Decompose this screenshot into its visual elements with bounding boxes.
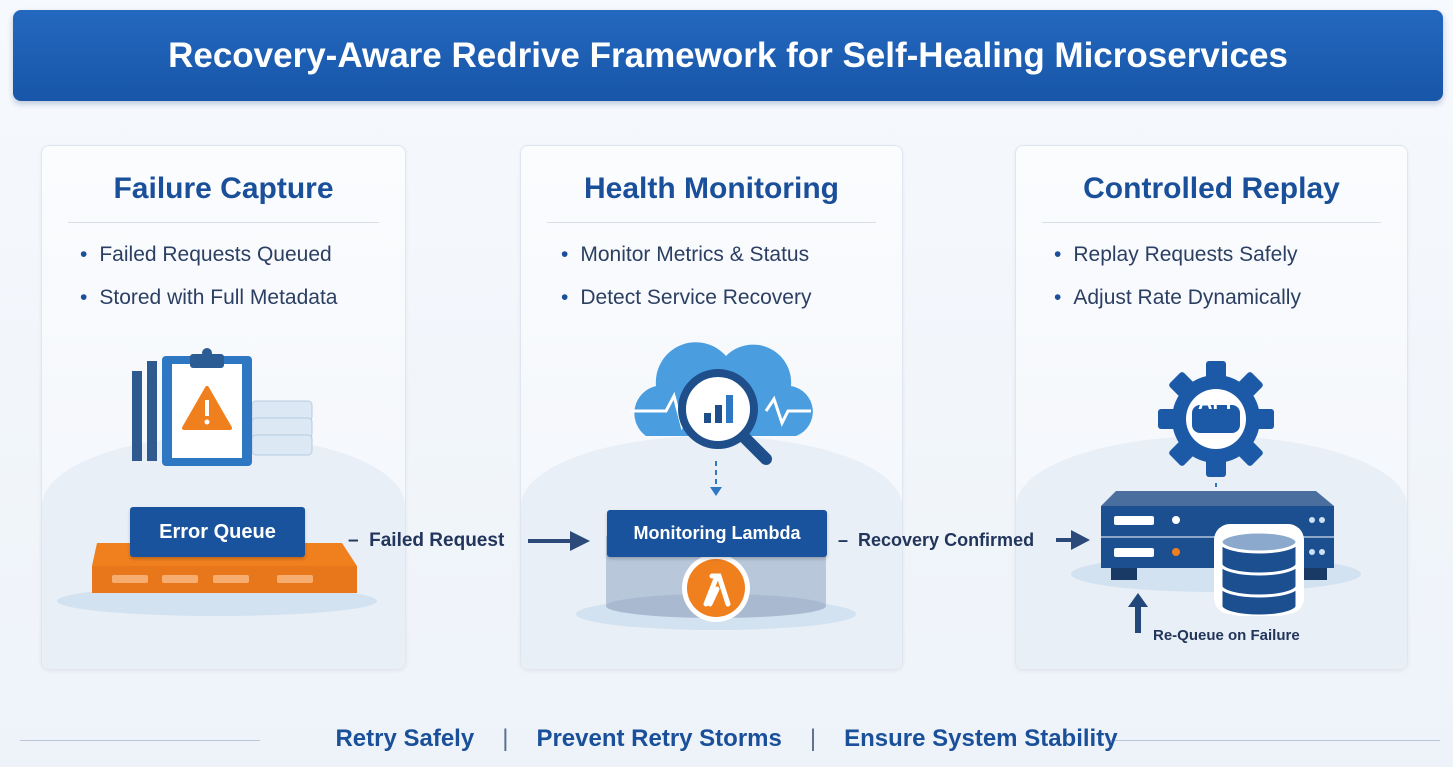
card-title: Health Monitoring xyxy=(584,172,839,205)
separator: | xyxy=(809,725,817,752)
divider xyxy=(1110,740,1440,741)
flow-label: Failed Request xyxy=(369,530,505,551)
monitoring-lambda-label: Monitoring Lambda xyxy=(607,510,827,557)
divider xyxy=(1042,222,1381,223)
bullet: Adjust Rate Dynamically xyxy=(1054,285,1301,328)
divider xyxy=(547,222,876,223)
flow-label: Recovery Confirmed xyxy=(858,530,1035,550)
footer-item: Ensure System Stability xyxy=(844,725,1118,752)
bullet: Detect Service Recovery xyxy=(561,285,811,328)
arrow-right-icon xyxy=(1056,530,1090,550)
bullet: Stored with Full Metadata xyxy=(80,285,337,328)
card-title: Failure Capture xyxy=(113,172,334,205)
card-title: Controlled Replay xyxy=(1083,172,1340,205)
footer-item: Retry Safely xyxy=(335,725,475,752)
divider xyxy=(68,222,379,223)
bullet: Monitor Metrics & Status xyxy=(561,242,811,285)
error-queue-label: Error Queue xyxy=(130,507,305,557)
up-arrow-icon xyxy=(1128,593,1148,633)
requeue-note: Re-Queue on Failure xyxy=(1153,627,1300,644)
separator: | xyxy=(502,725,509,752)
clipboard-warning-icon xyxy=(132,348,313,466)
flow-failed-request: – Failed Request xyxy=(348,530,505,551)
bullet: Replay Requests Safely xyxy=(1054,242,1301,285)
card-health-monitoring: Health Monitoring Monitor Metrics & Stat… xyxy=(520,145,903,670)
gear-label: API xyxy=(1198,392,1232,414)
api-gear-icon xyxy=(1158,361,1274,496)
flow-recovery-confirmed: – Recovery Confirmed xyxy=(838,530,1035,550)
arrow-right-icon xyxy=(528,531,590,551)
footer-item: Prevent Retry Storms xyxy=(536,725,782,752)
header-banner: Recovery-Aware Redrive Framework for Sel… xyxy=(13,10,1443,101)
cloud-magnifier-icon xyxy=(631,342,813,496)
card-controlled-replay: Controlled Replay Replay Requests Safely… xyxy=(1015,145,1408,670)
footer: Retry Safely | Prevent Retry Storms | En… xyxy=(0,725,1453,753)
page-title: Recovery-Aware Redrive Framework for Sel… xyxy=(168,35,1288,75)
bullet: Failed Requests Queued xyxy=(80,242,337,285)
server-database-icon xyxy=(1071,491,1361,616)
divider xyxy=(20,740,260,741)
card-failure-capture: Failure Capture Failed Requests QueuedSt… xyxy=(41,145,406,670)
